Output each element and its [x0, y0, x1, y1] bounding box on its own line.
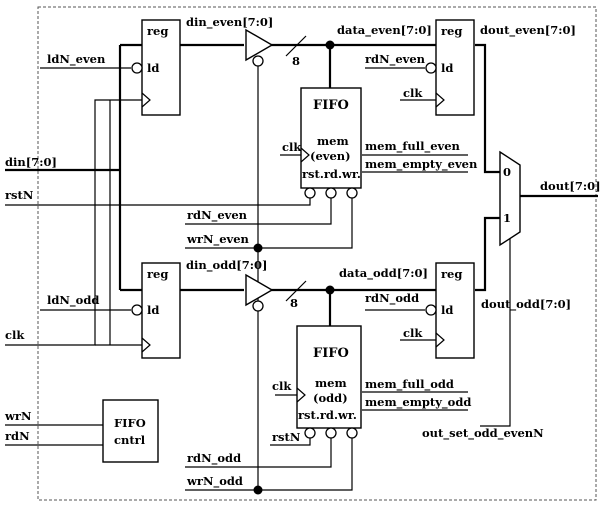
label-ldN-odd: ldN_odd: [47, 293, 99, 308]
reg-even-out: reg ld: [425, 19, 475, 116]
label-wrN-even: wrN_even: [186, 232, 250, 247]
label-dout-odd: dout_odd[7:0]: [481, 297, 571, 312]
rstN-wire: [5, 198, 311, 206]
label-rdN-even-top: rdN_even: [365, 52, 426, 67]
reg-even-in-title: reg: [147, 24, 168, 38]
fifo-ctrl-line2: cntrl: [114, 433, 146, 447]
fifo-ctrl-line1: FIFO: [114, 416, 146, 430]
label-clk-reg-odd-out: clk: [403, 326, 423, 340]
labels: din_even[7:0] data_even[7:0] dout_even[7…: [4, 15, 601, 489]
fifo-even-title: FIFO: [313, 98, 349, 113]
label-mem-full-even: mem_full_even: [365, 139, 461, 154]
label-rdN-even-fifo: rdN_even: [187, 208, 248, 223]
label-bus-width-top: 8: [292, 54, 300, 68]
label-rdN-odd-top: rdN_odd: [365, 291, 419, 306]
label-clk: clk: [5, 328, 25, 342]
label-rdN-odd-fifo: rdN_odd: [187, 451, 241, 466]
fifo-odd-line2: (odd): [313, 391, 348, 405]
label-wrN: wrN: [4, 409, 32, 423]
label-din-even: din_even[7:0]: [186, 15, 273, 30]
clk-wire: [5, 99, 142, 346]
reg-odd-in: reg ld: [131, 262, 181, 359]
fifo-even-line2: (even): [310, 149, 351, 163]
label-mem-empty-even: mem_empty_even: [365, 157, 478, 172]
label-din-odd: din_odd[7:0]: [186, 258, 267, 273]
junctions: [253, 40, 335, 495]
label-wrN-odd: wrN_odd: [186, 474, 243, 489]
reg-odd-in-port: ld: [147, 303, 159, 317]
label-mem-empty-odd: mem_empty_odd: [365, 395, 471, 410]
mux-in1: 1: [503, 211, 511, 225]
reg-odd-out-port: ld: [441, 303, 453, 317]
tristate-buffer-even: [245, 28, 307, 67]
reg-odd-out: reg ld: [425, 262, 475, 359]
fifo-ctrl: FIFO cntrl: [102, 399, 159, 463]
reg-odd-out-title: reg: [441, 267, 462, 281]
module-boundary: [37, 6, 597, 501]
reg-even-in: reg ld: [131, 19, 181, 116]
label-ldN-even: ldN_even: [47, 52, 106, 67]
mux: 0 1: [499, 150, 521, 247]
label-dout-even: dout_even[7:0]: [480, 23, 576, 38]
fifo-even-ports: rst.rd.wr.: [302, 167, 361, 181]
fifo-odd-line1: mem: [315, 376, 347, 390]
label-din: din[7:0]: [5, 155, 57, 169]
reg-even-out-title: reg: [441, 24, 462, 38]
label-clk-reg-even-out: clk: [403, 86, 423, 100]
fifo-odd: FIFO mem (odd) rst.rd.wr.: [296, 325, 362, 439]
tristate-buffer-odd: [245, 273, 307, 312]
label-rstN: rstN: [5, 188, 34, 202]
label-data-even: data_even[7:0]: [337, 23, 432, 38]
label-rdN: rdN: [5, 429, 30, 443]
label-clk-fifo-even: clk: [282, 140, 302, 154]
label-mem-full-odd: mem_full_odd: [365, 377, 454, 392]
label-bus-width-bot: 8: [290, 296, 298, 310]
fifo-even-line1: mem: [317, 134, 349, 148]
mux-in0: 0: [503, 165, 511, 179]
label-out-set: out_set_odd_evenN: [422, 426, 544, 441]
label-clk-fifo-odd: clk: [272, 379, 292, 393]
fifo-odd-ports: rst.rd.wr.: [298, 408, 357, 422]
fifo-even: FIFO mem (even) rst.rd.wr.: [300, 87, 362, 199]
fifo-odd-title: FIFO: [313, 346, 349, 361]
reg-even-out-port: ld: [441, 61, 453, 75]
label-dout: dout[7:0]: [540, 179, 601, 193]
label-rstN-fifo-odd: rstN: [272, 430, 301, 444]
label-data-odd: data_odd[7:0]: [339, 266, 428, 281]
reg-even-in-port: ld: [147, 61, 159, 75]
reg-odd-in-title: reg: [147, 267, 168, 281]
